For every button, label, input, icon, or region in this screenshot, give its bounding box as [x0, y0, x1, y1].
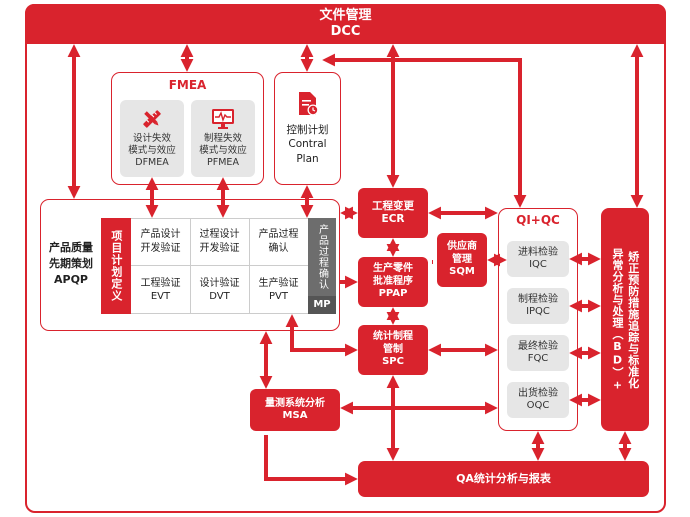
apqp-line1: 产品质量 — [49, 241, 93, 254]
apqp-grid-divider-h — [131, 265, 308, 266]
abnormal-box: 矫正预防措施追踪与标准化 异常分析与处理（BD）+ — [601, 208, 649, 431]
apqp-label: 产品质量 先期策划 APQP — [42, 240, 100, 288]
monitor-waveform-icon — [212, 109, 234, 130]
pfmea-line2: 模式与效应 — [199, 145, 247, 157]
arrow-dcc-iqc — [340, 58, 527, 208]
apqp-stage-final: 产品过程确认 — [308, 218, 336, 296]
document-clock-icon — [298, 92, 318, 116]
apqp-stage-plan: 项目计划定义 — [101, 218, 131, 314]
pfmea-line1: 制程失效 — [203, 133, 242, 145]
apqp-line2: 先期策划 — [49, 256, 93, 270]
fmea-title: FMEA — [168, 78, 207, 92]
apqp-cell-product-confirm: 产品过程确认 — [258, 229, 299, 254]
control-plan-line3: Plan — [296, 152, 319, 165]
apqp-grid-divider-v1 — [190, 218, 191, 314]
dfmea-line2: 模式与效应 — [128, 145, 176, 157]
dfmea-line3: DFMEA — [135, 156, 169, 168]
dfmea-line1: 设计失效 — [132, 133, 171, 145]
apqp-stage-mp: MP — [308, 296, 336, 314]
abnormal-col1: 矫正预防措施追踪与标准化 — [626, 250, 640, 389]
pfmea-card: 制程失效 模式与效应 PFMEA — [191, 100, 255, 177]
control-plan-line2: Contral — [288, 138, 327, 151]
qa-box: QA统计分析与报表 — [358, 461, 649, 497]
pencil-ruler-icon — [143, 110, 161, 128]
apqp-cell-design-dev: 产品设计开发验证 — [140, 229, 181, 254]
arrow-pvt-spc — [285, 314, 358, 357]
dcc-title: 文件管理 — [319, 7, 372, 23]
arrow-msa-qa — [264, 435, 358, 486]
dfmea-card: 设计失效 模式与效应 DFMEA — [120, 100, 184, 177]
abnormal-col2: 异常分析与处理（BD）+ — [611, 247, 624, 392]
dcc-header: 文件管理 DCC — [25, 4, 666, 44]
apqp-cell-process-dev: 过程设计开发验证 — [199, 229, 240, 254]
qiqc-title: QI+QC — [516, 213, 560, 227]
control-plan-line1: 控制计划 — [286, 124, 329, 137]
dcc-sub: DCC — [330, 24, 361, 39]
apqp-line3: APQP — [54, 272, 88, 286]
apqp-grid — [131, 218, 308, 314]
apqp-grid-divider-v2 — [249, 218, 250, 314]
pfmea-line3: PFMEA — [207, 156, 239, 168]
control-plan-box: 控制计划 Contral Plan — [274, 72, 341, 185]
